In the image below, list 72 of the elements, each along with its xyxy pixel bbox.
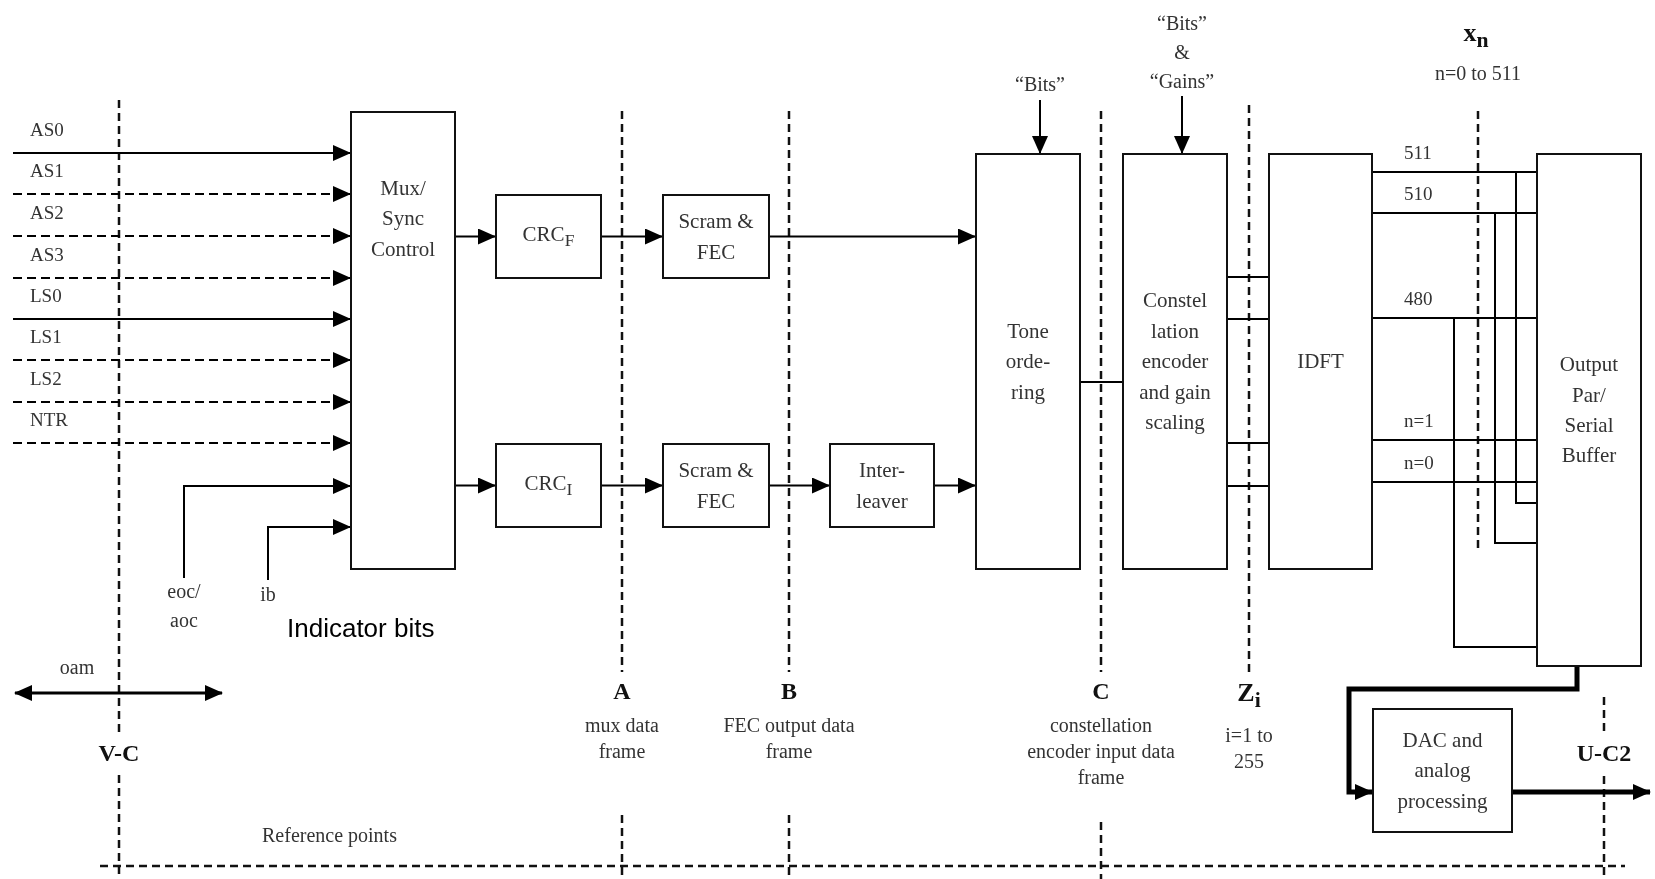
- block-label: “Bits” & “Gains”: [1148, 10, 1216, 94]
- connector-line: [1372, 171, 1537, 504]
- arrow: [1174, 95, 1190, 154]
- process-block: [662, 443, 770, 528]
- process-block: [829, 443, 935, 528]
- block-label: Tone orde- ring: [1004, 317, 1052, 406]
- annotation-text: Reference points: [262, 823, 397, 848]
- annotation-text: mux data frame: [584, 713, 660, 764]
- block-label: Scram & FEC: [677, 208, 755, 266]
- block-label: Mux/ Sync Control: [369, 175, 437, 263]
- arrow: [12, 311, 351, 327]
- arrow: [12, 145, 351, 161]
- block-label: eoc/ aoc: [166, 579, 202, 633]
- connector-line: [1372, 212, 1537, 544]
- process-block: [350, 111, 456, 570]
- reference-point-label: V-C: [97, 739, 141, 768]
- block-label: Inter- leaver: [855, 457, 909, 515]
- block-label: CRC$_{I}$: [524, 470, 573, 502]
- arrow: [12, 186, 351, 202]
- block-label: Constel lation encoder and gain scaling: [1139, 287, 1211, 437]
- annotation-text: Indicator bits: [287, 612, 435, 645]
- reference-point-label: A: [612, 677, 632, 706]
- arrow: [1346, 667, 1580, 800]
- connector-line: [1227, 318, 1269, 320]
- arrow: [455, 477, 496, 494]
- block-label: ib: [260, 581, 276, 607]
- reference-point-label: Z$_{i}$: [1236, 677, 1262, 715]
- arrow: [1032, 99, 1048, 154]
- annotation-text: oam: [58, 655, 96, 680]
- process-block: [1122, 153, 1228, 570]
- process-block: [1536, 153, 1642, 667]
- connector-line: [1227, 276, 1269, 278]
- process-block: [1372, 708, 1513, 833]
- arrow: [12, 270, 351, 286]
- annotation-text: constellation encoder input data frame: [1026, 713, 1176, 790]
- block-label: IDFT: [1297, 348, 1344, 376]
- reference-point-label: B: [780, 677, 798, 706]
- arrow: [601, 477, 663, 494]
- block-label: “Bits”: [1015, 71, 1065, 97]
- process-block: [975, 153, 1081, 570]
- connector-line: [1372, 481, 1537, 483]
- arrow: [1513, 784, 1651, 800]
- arrow: [12, 394, 351, 410]
- arrow: [769, 477, 830, 494]
- process-block: [495, 194, 602, 279]
- annotation-text: i=1 to 255: [1224, 723, 1274, 774]
- block-label: Output Par/ Serial Buffer: [1558, 351, 1620, 470]
- arrow: [769, 228, 976, 245]
- arrow: [455, 228, 496, 245]
- annotation-text: FEC output data frame: [722, 713, 856, 764]
- arrow: [601, 228, 663, 245]
- connector-line: [1372, 439, 1537, 441]
- arrow: [183, 478, 351, 579]
- arrow: [12, 435, 351, 451]
- arrow: [12, 352, 351, 368]
- process-block: [495, 443, 602, 528]
- arrow: [12, 228, 351, 244]
- annotation-text: n=0 to 511: [1433, 61, 1523, 86]
- process-block: [1268, 153, 1373, 570]
- connector-line: [1227, 442, 1269, 444]
- block-label: CRC$_{F}$: [522, 221, 575, 253]
- arrow: [934, 477, 976, 494]
- process-block: [662, 194, 770, 279]
- connector-line: [1372, 317, 1537, 648]
- reference-point-label: U-C2: [1575, 739, 1633, 768]
- reference-point-label: x$_{n}$: [1462, 17, 1490, 55]
- arrow: [267, 519, 351, 581]
- connector-line: [1080, 381, 1123, 383]
- reference-point-label: C: [1091, 677, 1111, 706]
- block-label: DAC and analog processing: [1396, 726, 1489, 815]
- block-label: Scram & FEC: [677, 457, 755, 515]
- connector-line: [1227, 485, 1269, 487]
